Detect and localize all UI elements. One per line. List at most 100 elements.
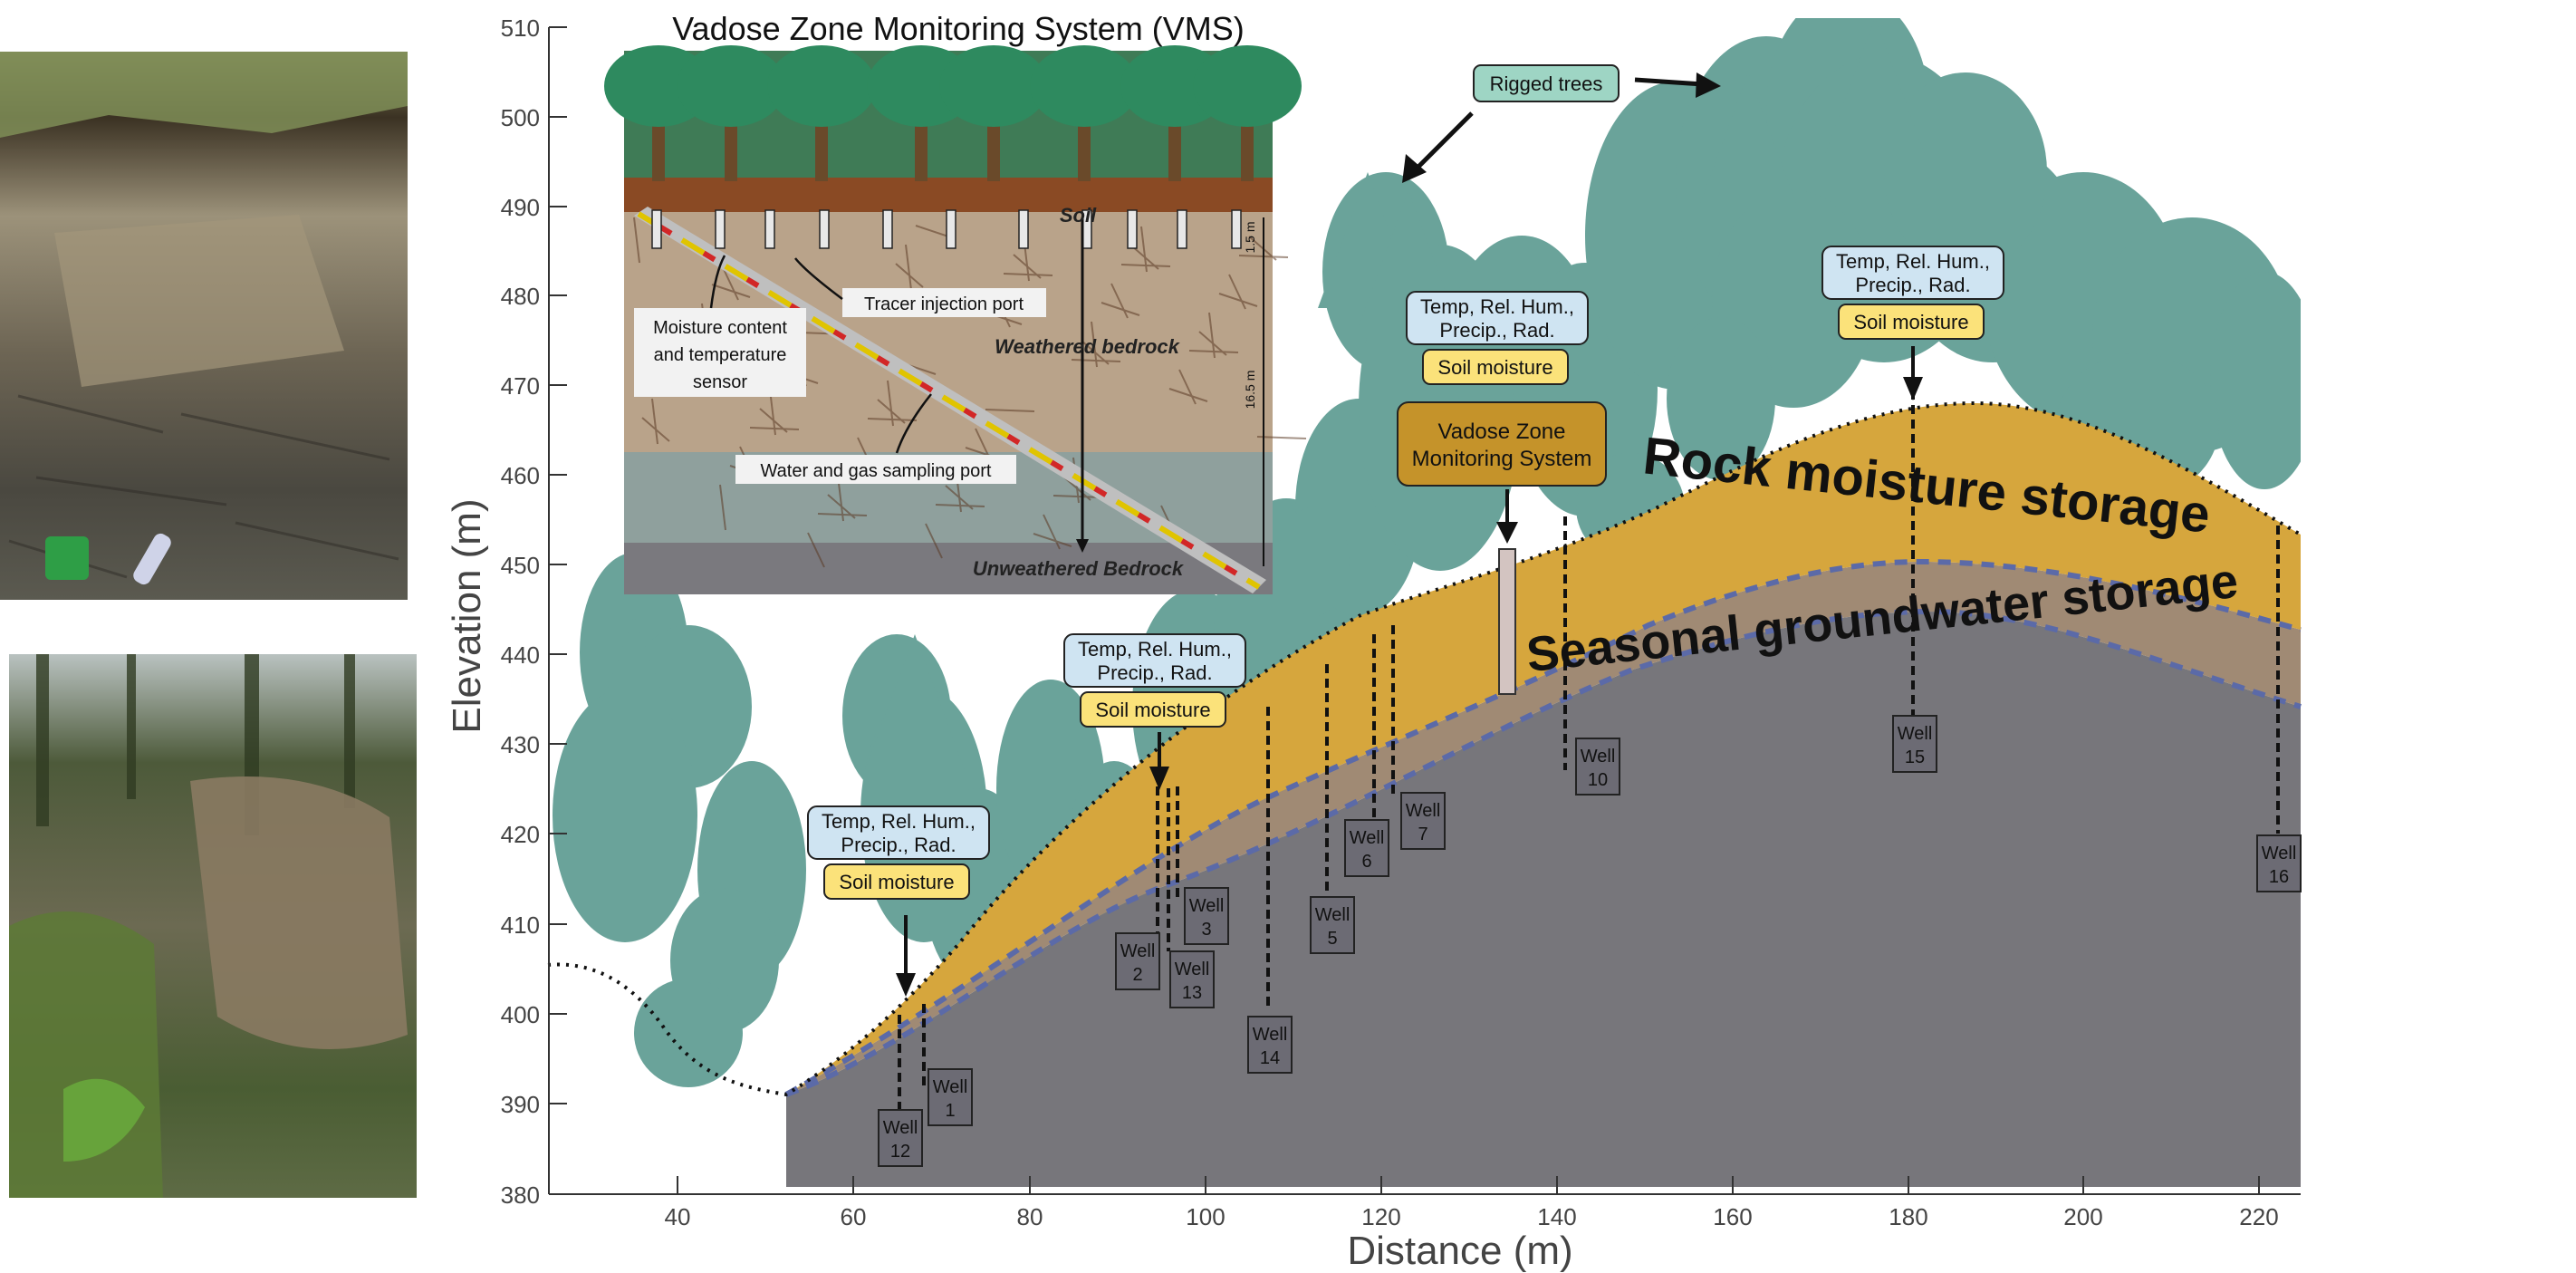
y-tick-label: 430: [501, 731, 540, 758]
x-tick-label: 80: [1017, 1203, 1043, 1230]
inset-sensor-post: [1231, 209, 1242, 249]
well-label-box: [1400, 792, 1446, 850]
inset-soil-label: Soil: [1060, 204, 1097, 227]
wells-layer: Well1Well2Well3Well5Well6Well7Well10Well…: [878, 376, 2302, 1167]
well-16: Well 16: [2256, 526, 2302, 892]
well-label-number: 15: [1905, 747, 1925, 767]
y-tick-label: 450: [501, 552, 540, 579]
inset-fracture: [1053, 495, 1103, 498]
well-label-box: [1575, 738, 1620, 796]
y-tick-label: 500: [501, 104, 540, 131]
well-label-number: 3: [1201, 920, 1211, 940]
met-box-line1: Temp, Rel. Hum.,: [1078, 638, 1232, 661]
x-tick-label: 160: [1713, 1203, 1752, 1230]
inset-fracture: [721, 265, 739, 301]
well-label-number: 14: [1260, 1048, 1280, 1068]
well-label-box: [928, 1068, 973, 1126]
inset-fracture: [867, 418, 918, 421]
y-tick-label: 460: [501, 462, 540, 489]
inset-fracture: [1043, 514, 1061, 550]
inset-fracture: [749, 427, 800, 430]
met-station-callout: Temp, Rel. Hum.,Precip., Rad.Soil moistu…: [1406, 291, 1589, 385]
well-label-box: [2256, 834, 2302, 892]
arrow-icon: [1149, 767, 1169, 790]
met-box-line1: Temp, Rel. Hum.,: [1420, 295, 1574, 318]
inset-fracture: [887, 380, 894, 427]
inset-fracture: [1140, 226, 1148, 273]
inset-fracture: [1168, 388, 1208, 402]
well-label-box: [1892, 715, 1937, 773]
inset-fracture: [925, 523, 943, 559]
arrow-icon: [896, 973, 916, 997]
y-tick-label: 380: [501, 1181, 540, 1209]
tree-canopy-shape: [634, 979, 743, 1087]
met-box: [1406, 291, 1589, 345]
inset-sensor-post: [1127, 209, 1138, 249]
inset-title: Vadose Zone Monitoring System (VMS): [672, 10, 1245, 47]
arrow-icon: [1402, 154, 1427, 183]
inset-depth-deep: 16.5 m: [1243, 371, 1257, 410]
tree-canopy-shape: [1667, 317, 1775, 480]
inset-sensor-post: [1018, 209, 1029, 249]
outcrop-photo: [9, 654, 417, 1198]
met-box-line2: Precip., Rad.: [841, 834, 956, 856]
inset-fracture: [817, 513, 868, 516]
inset-tracer-label: Tracer injection port: [864, 294, 1024, 314]
inset-fracture: [1091, 321, 1098, 368]
green-container-icon: [45, 536, 89, 580]
inset-fracture: [1218, 293, 1258, 307]
y-tick-label: 400: [501, 1001, 540, 1028]
well-label-number: 1: [945, 1101, 955, 1121]
inset-fracture: [1033, 533, 1072, 547]
y-tick-label: 470: [501, 372, 540, 400]
well-label-box: [1247, 1016, 1293, 1074]
well-label-word: Well: [1120, 941, 1156, 961]
well-label-number: 7: [1418, 825, 1427, 844]
x-tick-label: 120: [1361, 1203, 1400, 1230]
tree-canopy-shape: [2210, 272, 2301, 489]
inset-sensor-line1: Moisture content: [653, 318, 787, 338]
vms-box: [1397, 401, 1607, 487]
well-label-word: Well: [883, 1118, 918, 1138]
inset-unweathered-label: Unweathered Bedrock: [973, 557, 1185, 580]
callouts-layer: Temp, Rel. Hum.,Precip., Rad.Soil moistu…: [807, 246, 2004, 997]
inset-sensor-post: [1177, 209, 1187, 249]
well-label-number: 6: [1361, 852, 1371, 872]
inset-tree-crown: [1030, 45, 1139, 127]
inset-tree-crown: [939, 45, 1048, 127]
well-label-number: 5: [1327, 929, 1337, 949]
inset-fracture: [1110, 283, 1129, 319]
well-label-box: [1169, 950, 1215, 1008]
met-box-line2: Precip., Rad.: [1097, 661, 1212, 684]
vms-box-line1: Vadose Zone: [1438, 420, 1566, 444]
y-tick-label: 480: [501, 283, 540, 310]
met-box-line2: Precip., Rad.: [1855, 274, 1970, 296]
arrow-icon: [1903, 377, 1923, 400]
x-tick-label: 100: [1186, 1203, 1225, 1230]
inset-fracture: [769, 389, 776, 436]
inset-fracture: [1256, 436, 1307, 439]
inset-tree-crown: [1193, 45, 1302, 127]
well-label-number: 16: [2269, 867, 2289, 887]
tree-canopy-shape: [1277, 507, 1350, 616]
inset-weathered-label: Weathered bedrock: [995, 335, 1181, 358]
well-label-word: Well: [1189, 896, 1225, 916]
soil-moisture-label: Soil moisture: [1095, 699, 1210, 721]
soil-moisture-label: Soil moisture: [1437, 356, 1552, 379]
met-box-line1: Temp, Rel. Hum.,: [822, 810, 976, 833]
well-label-word: Well: [1315, 905, 1350, 925]
met-box-line1: Temp, Rel. Hum.,: [1836, 250, 1990, 273]
well-label-word: Well: [2262, 844, 2297, 863]
well-label-word: Well: [1898, 724, 1933, 744]
y-tick-label: 440: [501, 641, 540, 669]
inset-sensor-post: [651, 209, 662, 249]
inset-sensor-line3: sensor: [693, 372, 747, 392]
vms-box-line2: Monitoring System: [1412, 447, 1592, 471]
